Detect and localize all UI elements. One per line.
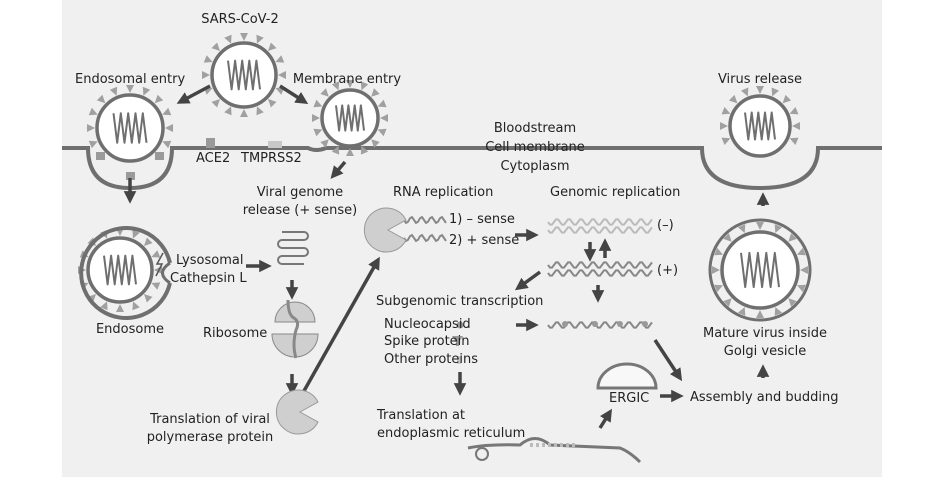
spike-protein-label: Spike protein [384,334,470,349]
cell-membrane-label: Cell membrane [485,140,585,155]
nucleocapsid-legend-icon [456,321,464,329]
ace2-receptor-icon [155,152,164,160]
minus-strand-icon [547,218,653,226]
viral-genome-icon [277,231,309,265]
tmprss2-label: TMPRSS2 [241,151,302,166]
flow-arrow [176,84,211,104]
minus-strand-icon [547,226,653,234]
plus-sense-rna-icon [403,233,447,243]
endoplasmic-reticulum-icon [467,437,642,464]
ace2-receptor-icon [126,172,135,180]
plus-strand-label: (+) [657,263,679,278]
translation-viral-label-1: Translation of viral [150,412,270,427]
nucleocapsid-icon [617,321,623,327]
ribosome-icon [271,299,319,359]
ace2-label: ACE2 [196,151,231,166]
virion-membrane-entry-icon [312,80,388,156]
virus-name-label: SARS-CoV-2 [201,12,279,27]
assembly-budding-label: Assembly and budding [690,390,839,405]
minus-strand-label: (–) [657,218,674,233]
other-proteins-legend-icon [457,356,461,364]
virion-golgi-icon [712,222,808,318]
ergic-icon [596,362,658,390]
flow-arrow [279,84,309,105]
ergic-label: ERGIC [609,391,650,406]
genome-release-label-2: release (+ sense) [242,203,358,218]
genome-release-label-1: Viral genome [256,185,344,200]
virion-endosomal-entry-icon [87,85,173,163]
subgenomic-transcription-label: Subgenomic transcription [376,294,544,309]
translation-er-label-2: endoplasmic reticulum [377,426,526,441]
nucleocapsid-icon [592,321,598,327]
other-proteins-label: Other proteins [384,352,479,367]
nucleocapsid-icon [562,321,568,327]
lightning-icon [155,252,164,277]
plus-strand-icon [547,269,653,277]
mature-virus-label-2: Golgi vesicle [723,344,807,359]
ace2-receptor-icon [96,152,105,160]
minus-sense-rna-icon [403,215,447,225]
minus-sense-label: 1) – sense [449,212,515,227]
membrane-entry-label: Membrane entry [292,72,402,87]
rna-replication-label: RNA replication [393,185,494,200]
cathepsin-label: Cathepsin L [170,271,247,286]
flow-arrow [298,256,380,399]
golgi-vesicle-icon [708,218,812,322]
spike-protein-legend-icon [452,336,463,346]
ribosome-label: Ribosome [203,326,268,341]
virion-release-icon [720,86,800,158]
cytoplasm-label: Cytoplasm [500,159,570,174]
nucleocapsid-label: Nucleocapsid [384,317,471,332]
flow-arrow [514,270,542,291]
endosomal-entry-label: Endosomal entry [75,72,186,87]
tmprss2-icon [268,141,282,148]
plus-sense-label: 2) + sense [449,233,520,248]
bloodstream-label: Bloodstream [493,121,577,136]
virion-free-icon [202,33,286,117]
plus-strand-icon [547,261,653,269]
flow-arrow [653,339,683,382]
mature-virus-label-1: Mature virus inside [703,326,827,341]
endosome-icon [79,226,172,320]
virus-release-label: Virus release [717,72,803,87]
genomic-replication-label: Genomic replication [550,185,681,200]
flow-arrow [598,408,613,429]
lysosomal-label: Lysosomal [176,253,244,268]
cell-membrane [62,146,882,191]
rna-polymerase-icon [363,207,407,253]
flow-arrow [330,160,347,179]
nucleocapsid-icon [642,321,648,327]
translation-viral-label-2: polymerase protein [146,430,274,445]
polymerase-protein-icon [275,389,319,435]
ace2-receptor-icon [206,138,215,148]
translation-er-label-1: Translation at [377,408,466,423]
endosome-label: Endosome [95,322,165,337]
